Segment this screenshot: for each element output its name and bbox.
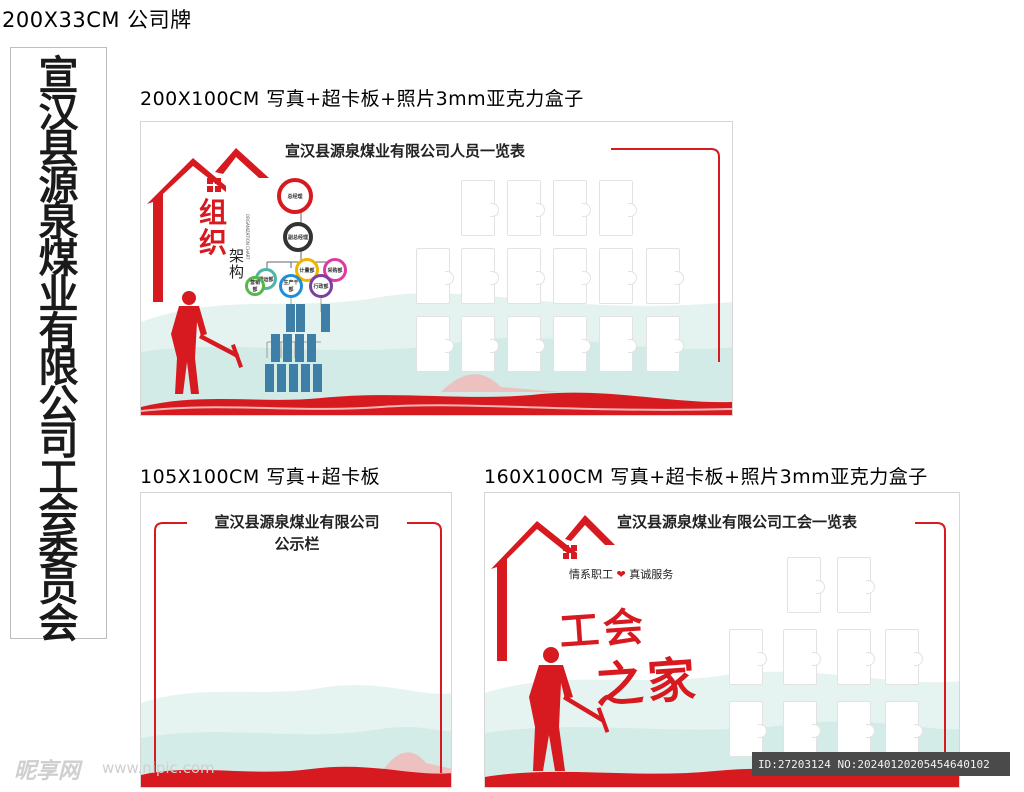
- photo-frame: [729, 629, 767, 685]
- slogan-left: 情系职工: [569, 568, 613, 581]
- node-dept-4: 营销部: [245, 276, 265, 296]
- org-box: [265, 364, 274, 392]
- org-box: [313, 364, 322, 392]
- notice-title-line1: 宣汉县源泉煤业有限公司: [214, 513, 380, 531]
- notice-title-line2: 公示栏: [274, 535, 320, 553]
- org-box: [286, 304, 295, 332]
- org-label-sub: 架构: [229, 247, 245, 281]
- company-sign-board: 宣汉县源泉煤业有限公司工会委员会: [10, 47, 107, 647]
- photo-frame: [787, 557, 825, 613]
- node-general-manager: 总经理: [277, 178, 313, 214]
- photo-frame: [837, 629, 875, 685]
- photo-frame: [507, 316, 545, 372]
- photo-frame: [885, 629, 923, 685]
- union-list-panel: 宣汉县源泉煤业有限公司工会一览表 情系职工 ❤ 真诚服务 工会 之家: [484, 492, 960, 788]
- node-deputy-manager: 副总经理: [283, 222, 313, 252]
- photo-frame: [553, 180, 591, 236]
- calligraphy-line2: 之家: [593, 651, 702, 715]
- node-dept-5: 生产干部: [279, 274, 303, 298]
- photo-frame: [461, 180, 499, 236]
- photo-frame: [783, 629, 821, 685]
- org-box: [283, 334, 292, 362]
- watermark-logo: 昵享网: [14, 759, 81, 784]
- photo-frame: [599, 316, 637, 372]
- org-box: [301, 364, 310, 392]
- photo-frame: [461, 316, 499, 372]
- org-box: [296, 304, 305, 332]
- company-sign-text: 宣汉县源泉煤业有限公司工会委员会: [38, 52, 79, 647]
- org-box: [307, 334, 316, 362]
- photo-frame: [416, 316, 454, 372]
- photo-frame: [837, 557, 875, 613]
- union-panel-spec: 160X100CM 写真+超卡板+照片3mm亚克力盒子: [484, 466, 928, 488]
- photo-frame: [507, 180, 545, 236]
- node-dept-6: 行政部: [309, 274, 333, 298]
- sign-spec-label: 200X33CM 公司牌: [2, 8, 192, 32]
- photo-frame: [646, 316, 684, 372]
- photo-frame: [599, 180, 637, 236]
- photo-frame: [646, 248, 684, 304]
- union-list-title: 宣汉县源泉煤业有限公司工会一览表: [617, 513, 858, 531]
- org-box: [295, 334, 304, 362]
- org-label-main: 组织: [199, 196, 228, 259]
- slogan-right: 真诚服务: [629, 568, 674, 581]
- photo-frame: [729, 701, 767, 757]
- notice-board-panel: 宣汉县源泉煤业有限公司 公示栏: [140, 492, 452, 788]
- org-box: [271, 334, 280, 362]
- org-box: [277, 364, 286, 392]
- notice-panel-spec: 105X100CM 写真+超卡板: [140, 466, 381, 488]
- photo-frame: [416, 248, 454, 304]
- org-box: [289, 364, 298, 392]
- watermark-url: www.nipic.com: [102, 759, 215, 777]
- heart-icon: ❤: [616, 568, 626, 581]
- large-panel-spec: 200X100CM 写真+超卡板+照片3mm亚克力盒子: [140, 88, 584, 110]
- org-label-en: ORGANIZATION CHART: [245, 214, 250, 260]
- image-id-bar: ID:27203124 NO:20240120205454640102: [752, 752, 1010, 776]
- staff-list-panel: 宣汉县源泉煤业有限公司人员一览表 组织 架构 ORGANIZATION CHAR…: [140, 121, 733, 416]
- node-dept-3: 采购部: [323, 258, 347, 282]
- photo-frame: [837, 701, 875, 757]
- org-box: [321, 304, 330, 332]
- union-slogan: 情系职工 ❤ 真诚服务: [569, 566, 673, 582]
- photo-frame: [461, 248, 499, 304]
- staff-list-title: 宣汉县源泉煤业有限公司人员一览表: [285, 142, 526, 160]
- photo-frame: [599, 248, 637, 304]
- photo-frame: [507, 248, 545, 304]
- photo-frame: [553, 248, 591, 304]
- photo-frame: [553, 316, 591, 372]
- photo-frame: [885, 701, 923, 757]
- photo-frame: [783, 701, 821, 757]
- panel-background: [141, 522, 451, 787]
